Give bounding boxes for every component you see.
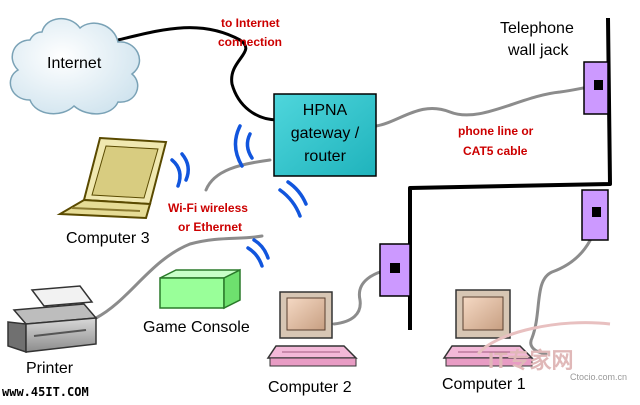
brand-watermark-logo: IT专家网 Ctocio.com.cn (476, 321, 627, 382)
wifi-label-line1: Wi-Fi wireless (168, 201, 248, 215)
gateway-label-line2: gateway / (291, 125, 360, 142)
cloud-icon (9, 18, 141, 115)
printer-cable (94, 234, 264, 320)
wall-jack-icon-left (379, 243, 411, 297)
phone-line-label-line1: phone line or (458, 124, 534, 138)
telephone-jack-label-line2: wall jack (507, 42, 569, 59)
internet-connection-line (117, 26, 279, 122)
desktop-computer-icon-1 (442, 289, 534, 367)
laptop-icon (56, 136, 168, 220)
telephone-jack-label-line1: Telephone (500, 20, 574, 37)
to-internet-label-line1: to Internet (221, 16, 280, 30)
gateway-label-line1: HPNA (303, 102, 348, 119)
phone-line-label-line2: CAT5 cable (463, 144, 528, 158)
printer-icon (7, 285, 98, 354)
computer1-cable (529, 210, 600, 356)
internet-label: Internet (47, 55, 102, 72)
wall-jack-icon-right (581, 189, 609, 241)
phone-wiring-main (408, 17, 612, 330)
to-internet-label-line2: connection (218, 35, 282, 49)
laptop-cable (204, 158, 272, 192)
cables (94, 84, 600, 356)
site-watermark: www.45IT.COM (2, 385, 89, 399)
game-console-label: Game Console (143, 319, 250, 336)
hpna-gateway-router: router HPNA gateway / router (273, 93, 377, 177)
phone-line-cable (374, 84, 600, 128)
computer2-cable (332, 266, 398, 326)
brand-watermark-text: IT专家网 (488, 348, 574, 373)
printer-label: Printer (26, 360, 74, 377)
desktop-computer-icon-2 (266, 291, 358, 367)
computer1-label: Computer 1 (442, 376, 526, 393)
wifi-label-line2: or Ethernet (178, 220, 242, 234)
wireless-signal-icon (170, 124, 308, 268)
brand-watermark-url: Ctocio.com.cn (570, 372, 627, 382)
gateway-label-line3: router (304, 148, 346, 165)
computer2-label: Computer 2 (268, 379, 352, 396)
game-console-icon (159, 268, 241, 310)
computer3-label: Computer 3 (66, 230, 150, 247)
wall-jack-icon-top (583, 61, 609, 115)
